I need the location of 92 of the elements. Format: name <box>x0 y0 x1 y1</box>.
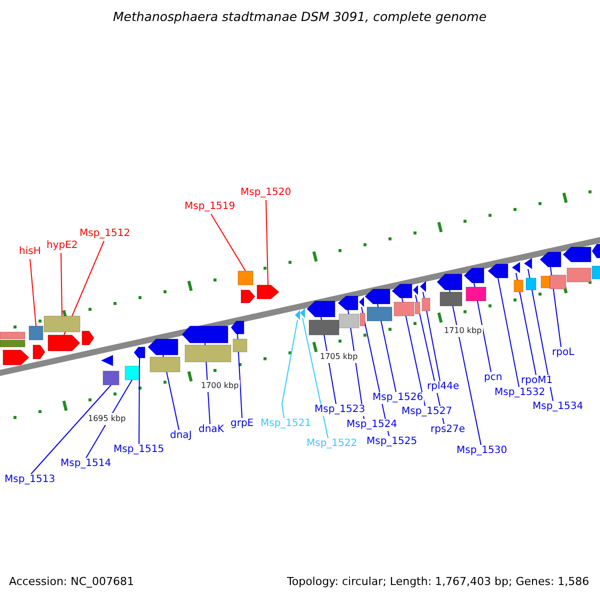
scale-label: 1710 kbp <box>443 325 483 337</box>
gene-feature <box>420 281 426 292</box>
gene-feature <box>134 346 146 358</box>
gene-box <box>466 286 486 302</box>
gene-label: Msp_1514 <box>60 458 112 470</box>
gene-box <box>28 326 44 340</box>
gene-label: Msp_1527 <box>400 406 454 418</box>
leader-line <box>138 358 140 444</box>
gene-box <box>440 292 462 306</box>
map-title: Methanosphaera stadtmanae DSM 3091, complete genome <box>112 11 488 23</box>
gene-box <box>526 278 536 290</box>
leader-line <box>282 320 298 418</box>
leader-line <box>237 334 242 418</box>
gene-feature <box>148 338 178 356</box>
gene-box <box>308 320 340 336</box>
leader-line <box>422 292 440 382</box>
leader-line <box>30 258 36 326</box>
gene-feature <box>364 288 390 304</box>
gene-label: Msp_1512 <box>78 228 132 240</box>
leader-line <box>266 200 268 286</box>
gene-box <box>566 268 592 282</box>
gene-label: Msp_1524 <box>346 419 398 431</box>
gene-feature <box>512 262 520 273</box>
gene-box <box>102 370 120 386</box>
gene-feature <box>540 252 562 268</box>
gene-label: Msp_1525 <box>366 436 418 448</box>
gene-box <box>0 332 26 340</box>
gene-box <box>394 302 414 316</box>
leader-line <box>474 282 492 372</box>
gene-feature <box>2 350 30 366</box>
gene-box <box>514 280 524 292</box>
gene-box <box>0 340 26 348</box>
gene-box <box>338 314 360 328</box>
leader-line <box>449 290 482 446</box>
gene-feature <box>182 326 228 344</box>
gene-feature <box>82 330 94 346</box>
gene-feature <box>436 274 462 290</box>
gene-feature <box>488 264 508 278</box>
gene-label: pcn <box>483 372 504 384</box>
leader-line <box>402 298 426 406</box>
gene-feature <box>230 320 244 334</box>
gene-box <box>238 270 254 286</box>
gene-box <box>540 276 550 288</box>
gene-feature <box>306 300 336 318</box>
gene-label: dnaJ <box>169 430 193 442</box>
gene-label: Msp_1521 <box>260 418 312 430</box>
gene-feature <box>524 258 532 269</box>
gene-feature <box>464 268 484 284</box>
gene-feature <box>32 344 46 360</box>
gene-box <box>550 274 566 290</box>
gene-label: rpoL <box>551 347 576 359</box>
gene-feature <box>240 290 256 304</box>
scale-label: 1705 kbp <box>319 351 359 363</box>
gene-label: Msp_1532 <box>494 387 546 399</box>
gene-label: Msp_1523 <box>314 404 366 416</box>
gene-label: hypE2 <box>46 240 79 252</box>
gene-label: rpoM1 <box>520 375 554 387</box>
gene-label: Msp_1526 <box>372 392 424 404</box>
leader-line <box>210 214 246 272</box>
gene-box <box>44 316 80 332</box>
gene-label: Msp_1534 <box>532 401 584 413</box>
gene-label: Msp_1520 <box>240 187 292 199</box>
gene-box <box>422 298 430 312</box>
genome-summary: Topology: circular; Length: 1,767,403 bp; Genes: 1,586 <box>286 576 590 588</box>
gene-box <box>150 356 180 372</box>
gene-label: Msp_1519 <box>184 201 236 213</box>
gene-label: Msp_1530 <box>456 445 508 457</box>
gene-label: Msp_1513 <box>4 474 56 486</box>
gene-label: rpl44e <box>426 381 460 393</box>
gene-label: Msp_1522 <box>306 438 358 450</box>
gene-feature <box>101 355 113 366</box>
gene-label: Msp_1515 <box>112 444 166 456</box>
gene-box <box>414 302 420 314</box>
gene-feature <box>295 310 300 320</box>
scale-label: 1700 kbp <box>200 380 240 392</box>
leader-line <box>516 272 536 376</box>
gene-label: rps27e <box>430 424 466 436</box>
scale-label: 1695 kbp <box>87 413 127 425</box>
leader-line <box>528 268 554 402</box>
gene-box <box>366 306 392 322</box>
leader-line <box>498 278 520 388</box>
gene-box <box>184 344 232 362</box>
accession-text: Accession: NC_007681 <box>8 576 136 588</box>
gene-box <box>360 312 366 326</box>
leader-line <box>550 266 562 348</box>
gene-feature <box>256 284 280 300</box>
gene-box <box>232 338 248 352</box>
gene-box <box>124 366 140 380</box>
leader-line <box>302 318 328 438</box>
leader-line <box>30 384 112 474</box>
leader-line <box>60 252 62 316</box>
gene-label: grpE <box>230 418 255 430</box>
